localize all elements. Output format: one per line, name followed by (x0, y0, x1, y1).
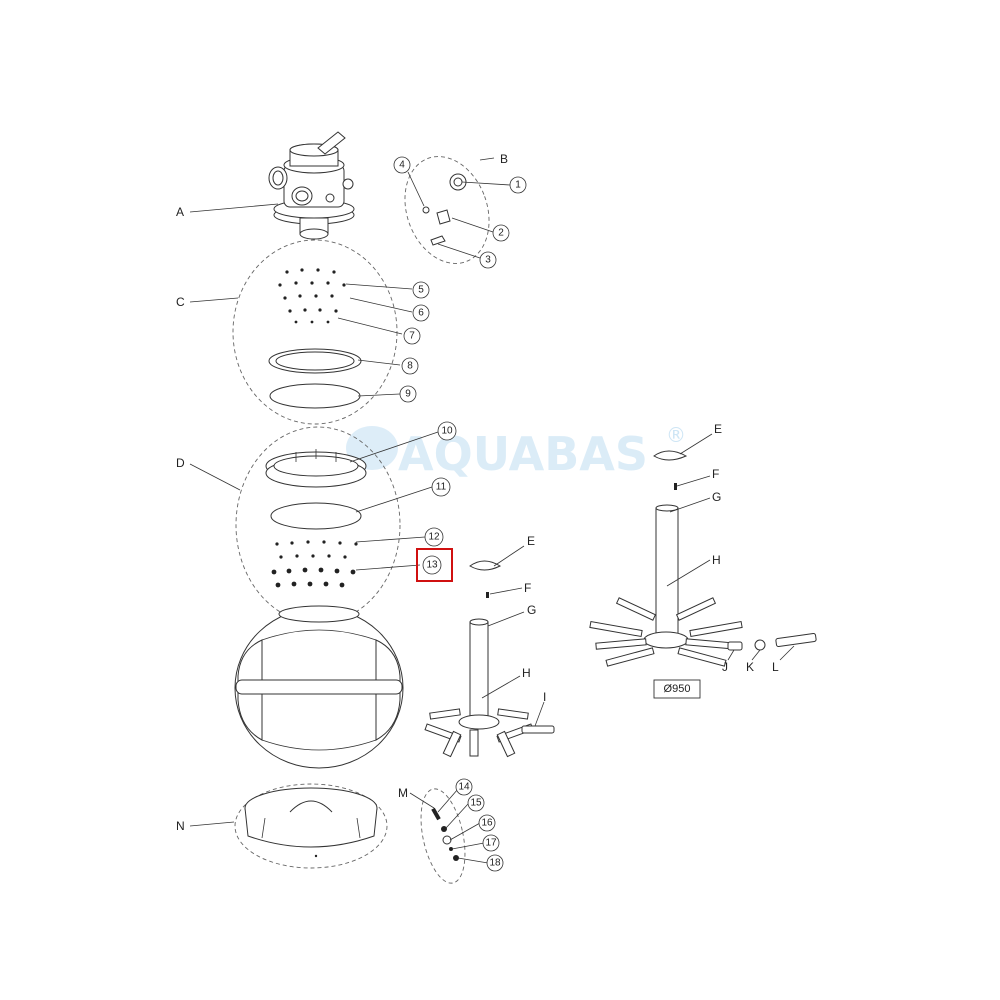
label-j: J (722, 660, 728, 674)
callout-10: 10 (441, 426, 453, 437)
label-g-large: G (712, 490, 721, 504)
label-e-small: E (527, 534, 535, 548)
callout-12: 12 (428, 532, 440, 543)
label-m: M (398, 786, 408, 800)
label-f-small: F (524, 581, 531, 595)
part-n-base (234, 783, 388, 869)
callout-6: 6 (418, 308, 424, 319)
label-d: D (176, 456, 185, 470)
filter-tank-body (234, 605, 404, 769)
label-l: L (772, 660, 779, 674)
d-nozzle-dots (271, 540, 358, 588)
label-c: C (176, 295, 185, 309)
callout-7: 7 (409, 331, 415, 342)
label-h-small: H (522, 666, 531, 680)
callout-18: 18 (489, 858, 501, 869)
callout-8: 8 (407, 361, 413, 372)
callout-14: 14 (458, 782, 470, 793)
watermark-registered-mark: ® (666, 423, 686, 447)
callout-15: 15 (470, 798, 482, 809)
callout-13-highlight-box (416, 548, 453, 582)
label-f-large: F (712, 467, 719, 481)
callout-9: 9 (405, 389, 411, 400)
callout-circles: 1 2 3 4 5 6 7 8 9 10 11 12 13 14 15 16 1… (393, 156, 527, 872)
lateral-assembly-small (424, 560, 555, 758)
callout-16: 16 (481, 818, 493, 829)
label-b: B (500, 152, 508, 166)
watermark: AQUABAS ® (346, 423, 686, 481)
callout-11: 11 (436, 482, 447, 493)
part-d-group (235, 426, 401, 624)
callout-3: 3 (485, 255, 491, 266)
callout-5: 5 (418, 285, 424, 296)
label-a: A (176, 205, 184, 219)
callout-1: 1 (515, 180, 521, 191)
label-e-large: E (714, 422, 722, 436)
leader-lines (189, 157, 795, 864)
part-c-group (232, 239, 398, 425)
part-m-small-parts (420, 788, 466, 884)
part-a-multiport-valve (268, 131, 355, 240)
dimension-tag: Ø950 (653, 679, 701, 699)
callout-13: 13 (426, 560, 438, 571)
label-n: N (176, 819, 185, 833)
callout-2: 2 (498, 228, 504, 239)
callout-17: 17 (485, 838, 497, 849)
label-i: I (543, 690, 546, 704)
lateral-assembly-large (589, 450, 817, 667)
label-g-small: G (527, 603, 536, 617)
label-k: K (746, 660, 754, 674)
group-labels: A B C D E F G H I E F G H J K L M N (176, 152, 779, 833)
watermark-text: AQUABAS (398, 427, 648, 481)
callout-4: 4 (399, 160, 405, 171)
dimension-label: Ø950 (664, 683, 691, 695)
label-h-large: H (712, 553, 721, 567)
c-nozzle-dots (278, 268, 346, 324)
